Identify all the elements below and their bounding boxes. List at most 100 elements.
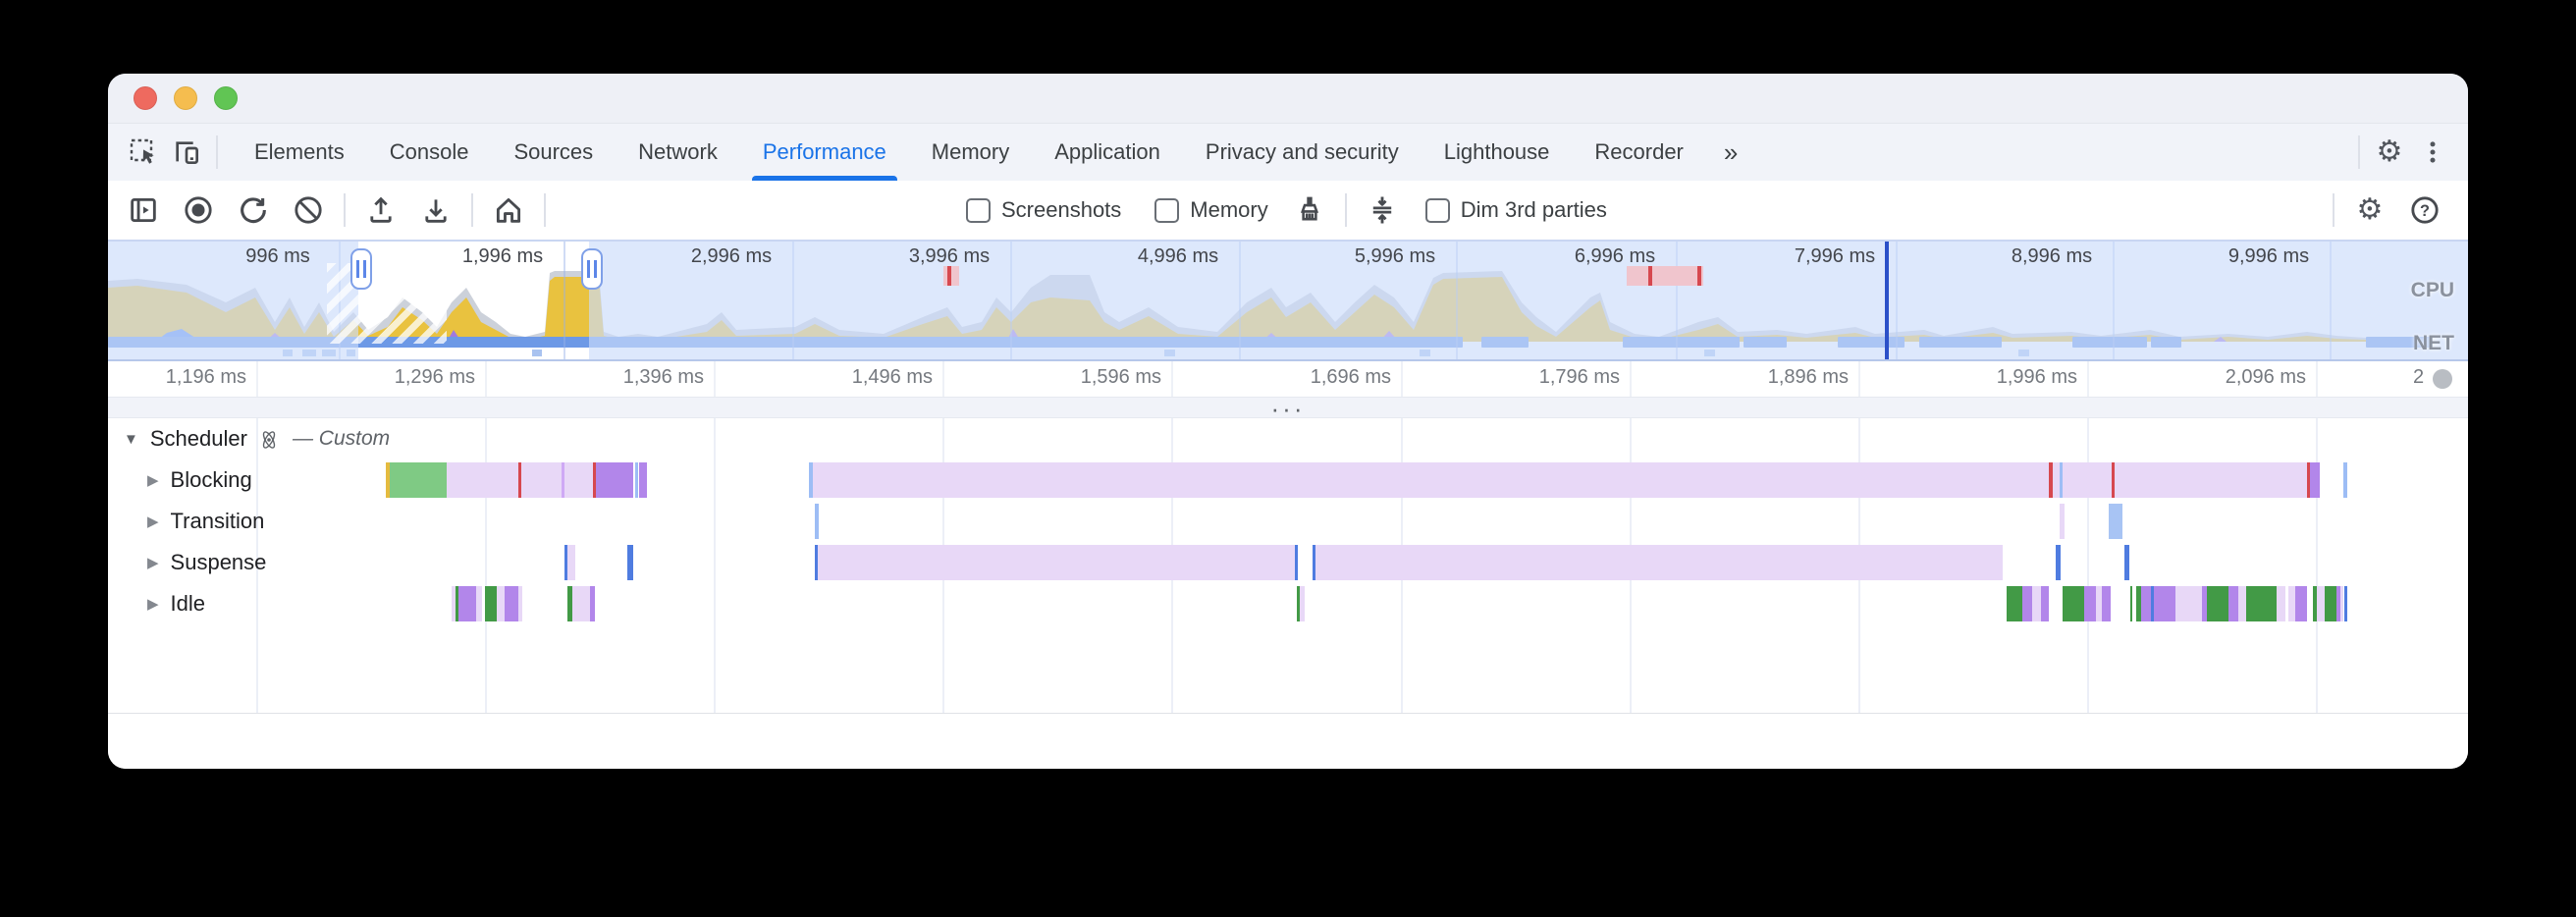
suspense-segment[interactable] [2124,545,2129,580]
blocking-segment[interactable] [390,462,447,498]
transition-segment[interactable] [815,504,819,539]
idle-segment[interactable] [452,586,456,621]
expand-triangle-icon[interactable]: ▶ [147,596,159,613]
toggle-sidebar-icon[interactable] [122,189,165,232]
dim-3rd-parties-checkbox[interactable] [1424,197,1450,223]
suspense-segment[interactable] [567,545,575,580]
expand-triangle-icon[interactable]: ▶ [147,513,159,530]
collapse-triangle-icon[interactable]: ▼ [124,430,138,448]
tab-privacy-and-security[interactable]: Privacy and security [1205,139,1399,164]
idle-segment[interactable] [2151,586,2154,621]
tab-elements[interactable]: Elements [254,139,345,164]
close-button[interactable] [134,86,157,110]
idle-segment[interactable] [2238,586,2246,621]
idle-segment[interactable] [518,586,522,621]
panel-settings-gear-icon[interactable]: ⚙ [2356,193,2384,226]
blocking-segment[interactable] [813,462,2049,498]
blocking-segment[interactable] [809,462,813,498]
blocking-segment[interactable] [2053,462,2060,498]
blocking-segment[interactable] [2310,462,2320,498]
memory-toggle[interactable]: Memory [1154,197,1268,223]
idle-segment[interactable] [590,586,595,621]
reload-record-icon[interactable] [232,189,275,232]
blocking-segment[interactable] [562,462,564,498]
idle-segment[interactable] [2007,586,2022,621]
tab-performance[interactable]: Performance [740,124,909,181]
idle-segment[interactable] [505,586,518,621]
track-row-idle[interactable]: ▶Idle [108,583,2468,624]
selection-grip-left[interactable] [350,248,372,290]
idle-segment[interactable] [2022,586,2032,621]
dim-3rd-parties-toggle[interactable]: Dim 3rd parties [1424,197,1607,223]
idle-segment[interactable] [2041,586,2049,621]
idle-segment[interactable] [456,586,458,621]
blocking-segment[interactable] [596,462,633,498]
record-icon[interactable] [177,189,220,232]
suspense-segment[interactable] [818,545,1295,580]
idle-segment[interactable] [2344,586,2347,621]
screenshots-checkbox[interactable] [966,197,991,223]
garbage-collect-icon[interactable] [1288,189,1331,232]
idle-segment[interactable] [458,586,476,621]
idle-segment[interactable] [485,586,497,621]
suspense-segment[interactable] [815,545,818,580]
track-header-scheduler[interactable]: ▼Scheduler— Custom [108,418,2468,459]
idle-segment[interactable] [2130,586,2132,621]
idle-segment[interactable] [2175,586,2202,621]
transition-segment[interactable] [2109,504,2122,539]
tab-sources[interactable]: Sources [513,139,594,164]
transition-segment[interactable] [2060,504,2065,539]
idle-segment[interactable] [2228,586,2238,621]
blocking-segment[interactable] [386,462,390,498]
idle-segment[interactable] [2295,586,2307,621]
idle-segment[interactable] [2340,586,2343,621]
idle-segment[interactable] [2288,586,2295,621]
idle-segment[interactable] [2136,586,2141,621]
suspense-segment[interactable] [2056,545,2061,580]
suspense-segment[interactable] [1295,545,1298,580]
idle-segment[interactable] [2032,586,2041,621]
memory-checkbox[interactable] [1154,197,1180,223]
idle-segment[interactable] [567,586,572,621]
tab-recorder[interactable]: Recorder [1594,139,1684,164]
idle-segment[interactable] [2317,586,2325,621]
upload-profile-icon[interactable] [359,189,402,232]
suspense-segment[interactable] [564,545,567,580]
zoom-button[interactable] [214,86,238,110]
tab-application[interactable]: Application [1054,139,1160,164]
track-row-transition[interactable]: ▶Transition [108,501,2468,542]
help-icon[interactable]: ? [2403,189,2446,232]
idle-segment[interactable] [1297,586,1300,621]
tab-lighthouse[interactable]: Lighthouse [1443,139,1550,164]
blocking-segment[interactable] [521,462,562,498]
more-tabs-button[interactable]: » [1723,136,1741,167]
idle-segment[interactable] [2246,586,2277,621]
blocking-segment[interactable] [2060,462,2063,498]
idle-segment[interactable] [2084,586,2096,621]
idle-segment[interactable] [2207,586,2228,621]
idle-segment[interactable] [2313,586,2317,621]
blocking-segment[interactable] [2112,462,2115,498]
blocking-segment[interactable] [2063,462,2112,498]
idle-segment[interactable] [2336,586,2340,621]
tab-memory[interactable]: Memory [931,139,1010,164]
blocking-segment[interactable] [2049,462,2053,498]
blocking-segment[interactable] [564,462,593,498]
idle-segment[interactable] [2102,586,2111,621]
suspense-segment[interactable] [627,545,633,580]
track-row-suspense[interactable]: ▶Suspense [108,542,2468,583]
idle-segment[interactable] [2063,586,2084,621]
clear-icon[interactable] [287,189,330,232]
suspense-segment[interactable] [1315,545,2003,580]
blocking-segment[interactable] [593,462,596,498]
suspense-segment[interactable] [1313,545,1315,580]
blocking-segment[interactable] [639,462,647,498]
idle-segment[interactable] [2154,586,2175,621]
minimize-button[interactable] [174,86,197,110]
device-toolbar-icon[interactable] [165,131,208,174]
tab-console[interactable]: Console [389,139,469,164]
blocking-segment[interactable] [2115,462,2307,498]
selection-grip-right[interactable] [581,248,603,290]
track-row-blocking[interactable]: ▶Blocking [108,459,2468,501]
